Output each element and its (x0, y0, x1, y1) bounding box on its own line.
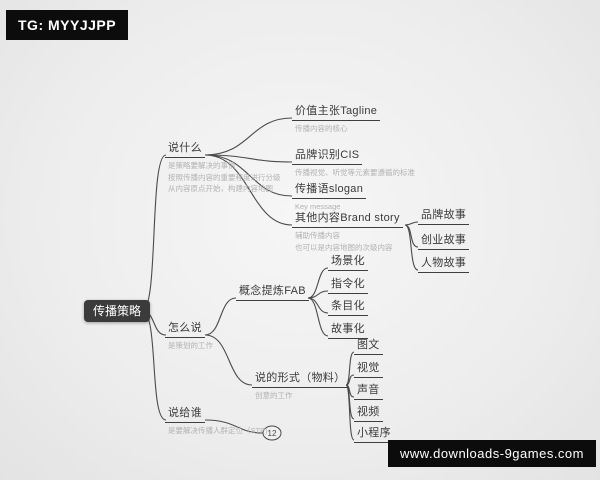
node-people-label[interactable]: 人物故事 (418, 256, 470, 273)
node-fab: 概念提炼FAB (236, 281, 309, 301)
node-slogan-label[interactable]: 传播语slogan (292, 182, 367, 199)
node-visual-label[interactable]: 视觉 (354, 361, 383, 378)
node-how-label[interactable]: 怎么说 (165, 321, 205, 338)
node-video-label[interactable]: 视频 (354, 405, 383, 422)
node-slogan: 传播语slogan Key message (292, 179, 367, 213)
node-note: 传播视觉、听觉等元素要遵循的标准 (295, 168, 415, 177)
node-fab-label[interactable]: 概念提炼FAB (236, 284, 309, 301)
watermark-bottom: www.downloads-9games.com (388, 440, 596, 467)
node-brand-label[interactable]: 品牌故事 (418, 208, 470, 225)
node-graphic: 图文 (354, 335, 383, 355)
node-note: 传播内容的核心 (295, 124, 348, 133)
node-what: 说什么 是策略要解决的事情 按照传播内容的重要程度进行分级 从内容原点开始，构建… (165, 138, 284, 195)
node-scene-label[interactable]: 场景化 (328, 254, 368, 271)
node-note: 按照传播内容的重要程度进行分级 (168, 172, 281, 182)
node-tagline-label[interactable]: 价值主张Tagline (292, 104, 381, 121)
node-brandstory: 其他内容Brand story 辅助传播内容 也可以是内容地图的次级内容 (292, 208, 403, 253)
node-visual: 视觉 (354, 358, 383, 378)
node-command-label[interactable]: 指令化 (328, 277, 368, 294)
node-what-label[interactable]: 说什么 (165, 141, 205, 158)
node-command: 指令化 (328, 274, 368, 294)
collapsed-count-badge[interactable]: 12 (262, 425, 282, 441)
node-note: Key message (295, 202, 341, 211)
node-startup-story-item: 创业故事 (418, 230, 470, 250)
node-note: 也可以是内容地图的次级内容 (295, 242, 393, 252)
node-what-notes: 是策略要解决的事情 按照传播内容的重要程度进行分级 从内容原点开始，构建内容地图 (165, 158, 284, 195)
node-form-label[interactable]: 说的形式（物料） (252, 371, 349, 388)
node-people-story-item: 人物故事 (418, 253, 470, 273)
node-brandstory-label[interactable]: 其他内容Brand story (292, 211, 403, 228)
node-list: 条目化 (328, 296, 368, 316)
node-note: 创意的工作 (255, 391, 293, 400)
node-note: 是要解决传播人群定位（STP) (168, 426, 268, 435)
node-story: 故事化 (328, 319, 368, 339)
node-tagline: 价值主张Tagline 传播内容的核心 (292, 101, 381, 135)
node-note: 从内容原点开始，构建内容地图 (168, 184, 273, 194)
node-story-label[interactable]: 故事化 (328, 322, 368, 339)
node-who: 说给谁 是要解决传播人群定位（STP) (165, 403, 271, 437)
node-startup-label[interactable]: 创业故事 (418, 233, 470, 250)
node-note: 是策划的工作 (168, 341, 213, 350)
node-cis-label[interactable]: 品牌识别CIS (292, 148, 363, 165)
node-root[interactable]: 传播策略 (84, 300, 151, 322)
node-miniapp: 小程序 (354, 423, 394, 443)
node-who-label[interactable]: 说给谁 (165, 406, 205, 423)
node-sound: 声音 (354, 380, 383, 400)
node-list-label[interactable]: 条目化 (328, 299, 368, 316)
node-miniapp-label[interactable]: 小程序 (354, 426, 394, 443)
node-how: 怎么说 是策划的工作 (165, 318, 216, 352)
node-graphic-label[interactable]: 图文 (354, 338, 383, 355)
node-scene: 场景化 (328, 251, 368, 271)
badge-count: 12 (268, 429, 277, 438)
node-sound-label[interactable]: 声音 (354, 383, 383, 400)
node-note: 是策略要解决的事情 (168, 161, 236, 170)
node-video: 视频 (354, 402, 383, 422)
node-note: 辅助传播内容 (295, 231, 340, 240)
watermark-top: TG: MYYJJPP (6, 10, 129, 40)
node-form: 说的形式（物料） 创意的工作 (252, 368, 349, 402)
node-cis: 品牌识别CIS 传播视觉、听觉等元素要遵循的标准 (292, 145, 418, 179)
node-brand-story-item: 品牌故事 (418, 205, 470, 225)
